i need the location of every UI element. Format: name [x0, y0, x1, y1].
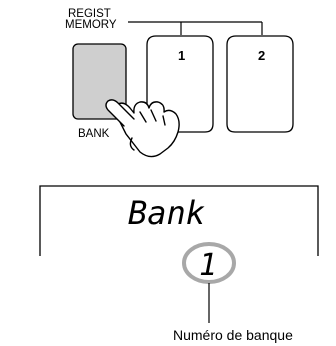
lcd-bank-number: 1 — [199, 248, 217, 283]
bank-label: BANK — [78, 128, 110, 140]
bank-number-callout: Numéro de banque — [173, 283, 293, 343]
callout-text: Numéro de banque — [173, 327, 293, 343]
memory-button-2[interactable] — [226, 35, 294, 133]
lcd-frame — [39, 185, 319, 256]
memory-button-2-label: 2 — [258, 48, 265, 63]
memory-button-1-label: 1 — [178, 48, 185, 63]
pointing-hand-icon — [105, 99, 180, 158]
control-panel: REGIST MEMORY 1 2 BANK — [65, 8, 294, 158]
regist-memory-label-line1: REGIST — [68, 8, 111, 20]
regist-memory-bracket — [128, 21, 263, 35]
bank-number-highlight — [182, 242, 236, 284]
lcd-display: Bank 1 — [39, 185, 319, 284]
regist-memory-label-line2: MEMORY — [65, 19, 117, 31]
lcd-bank-text: Bank — [128, 194, 205, 232]
